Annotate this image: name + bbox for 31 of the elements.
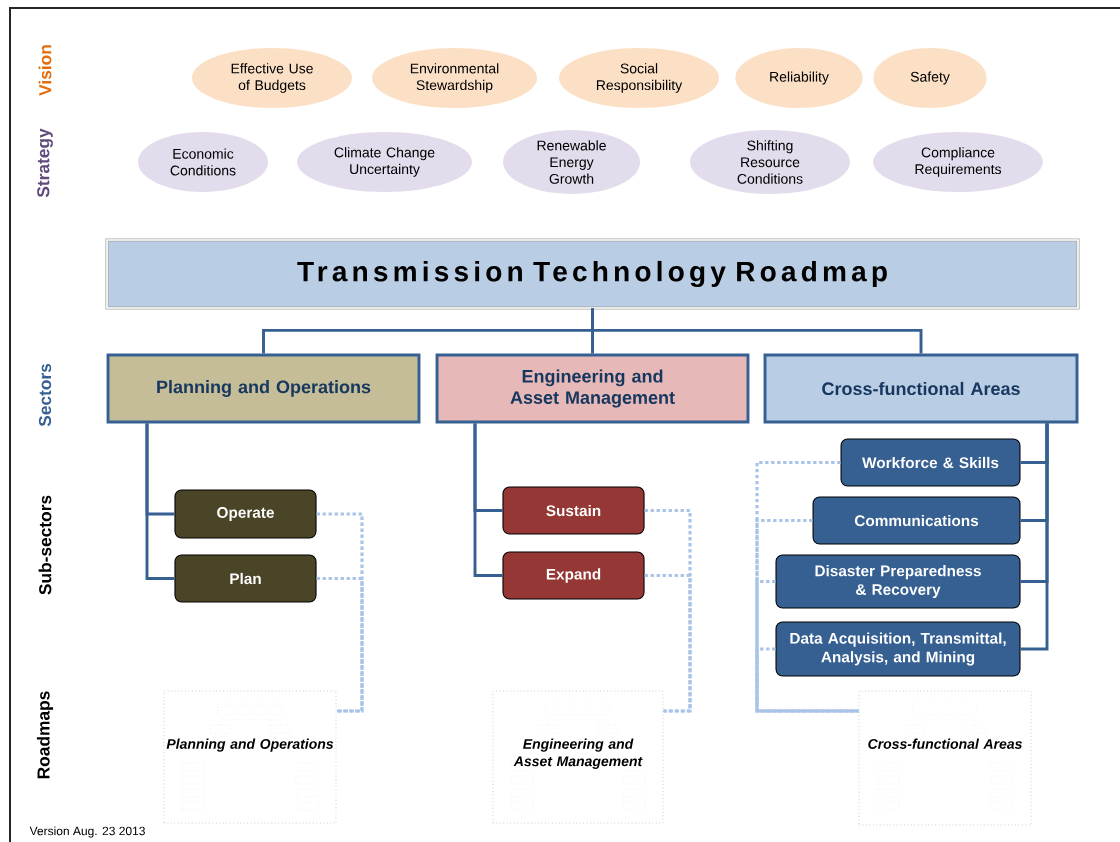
- subsector-box: Disaster Preparedness & Recovery: [775, 554, 1021, 609]
- connector-line: [644, 508, 692, 713]
- connector-line: [755, 579, 859, 713]
- connector-line: [316, 576, 364, 713]
- subsector-box: Plan: [174, 554, 317, 603]
- connector-line: [644, 573, 692, 713]
- connector-line: [473, 423, 503, 577]
- connector-line: [591, 308, 923, 354]
- row-label: Sectors: [38, 363, 52, 427]
- subsector-box: Data Acquisition, Transmittal, Analysis, and Mining: [775, 621, 1021, 677]
- row-label: Strategy: [37, 128, 53, 198]
- sector-box: Engineering and Asset Management: [435, 353, 750, 424]
- subsector-box: Sustain: [502, 486, 645, 535]
- connector-line: [316, 512, 364, 713]
- subsector-box: Communications: [812, 496, 1021, 545]
- connector-line: [145, 423, 175, 580]
- row-label: Vision: [38, 45, 52, 96]
- row-label: Roadmaps: [36, 691, 54, 779]
- roadmap-title: Planning and Operations: [166, 738, 334, 752]
- subsector-box: Operate: [174, 489, 317, 539]
- subsector-box: Workforce & Skills: [840, 438, 1021, 487]
- subsector-box: Expand: [502, 551, 645, 600]
- sector-box: Planning and Operations: [106, 353, 421, 424]
- version-note: Version Aug. 23 2013: [29, 826, 145, 838]
- roadmap-title: Cross-functional Areas: [868, 738, 1022, 749]
- title-box: Transmission Technology Roadmap: [105, 238, 1080, 310]
- connector-line: [755, 647, 859, 713]
- roadmap-title: Engineering and Asset Management: [513, 738, 643, 769]
- connector-line: [1020, 423, 1049, 651]
- row-label: Sub-sectors: [38, 495, 52, 595]
- sector-box: Cross-functional Areas: [763, 353, 1079, 424]
